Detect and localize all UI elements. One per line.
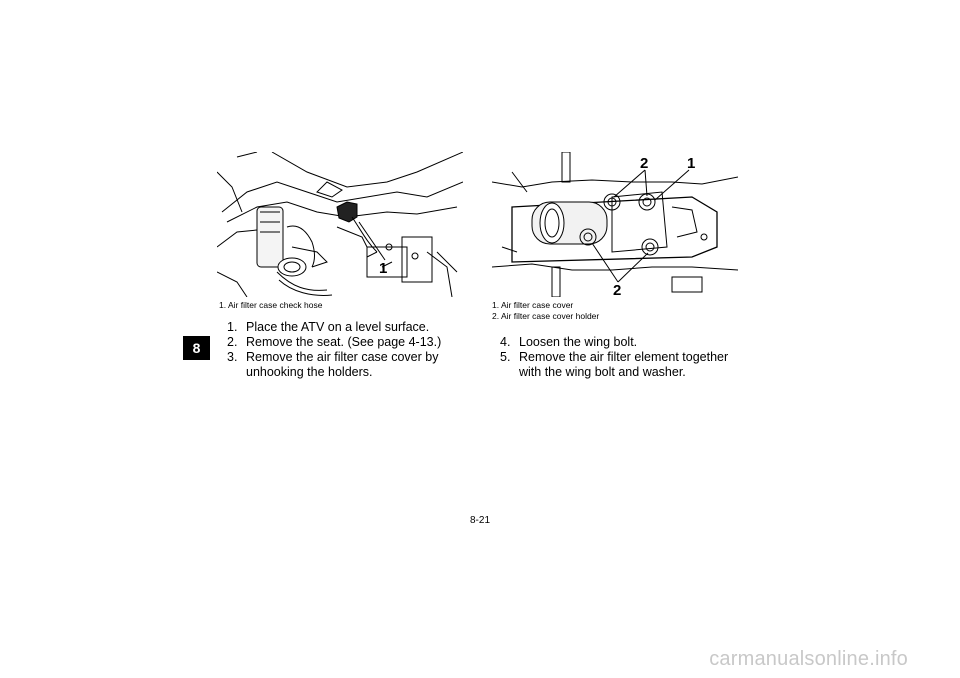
page-number: 8-21 [469,515,490,526]
step-text: Place the ATV on a level surface. [246,320,430,334]
step-text: Remove the seat. (See page 4-13.) [246,335,442,349]
step-item: 1. Place the ATV on a level surface. [224,320,469,335]
watermark: carmanualsonline.info [709,648,908,670]
caption-line: 1. Air filter case check hose [219,300,323,310]
callout-1: 1 [687,155,695,172]
figure-right-caption: 1. Air filter case cover 2. Air filter c… [492,300,599,322]
figure-air-filter-check-hose: 1 [217,152,463,297]
check-hose-illustration: 1 [217,152,463,297]
callout-1: 1 [379,260,387,277]
figure-left-caption: 1. Air filter case check hose [219,300,322,311]
step-number: 4. [500,335,511,349]
step-item: 4. Loosen the wing bolt. [497,335,747,350]
step-item: 3. Remove the air filter case cover by un… [224,350,469,380]
step-number: 1. [227,320,238,334]
steps-left-list: 1. Place the ATV on a level surface. 2. Re… [224,320,469,380]
step-item: 5. Remove the air filter element together… [497,350,747,380]
steps-right-list: 4. Loosen the wing bolt. 5. Remove the air… [497,335,747,380]
figure-air-filter-case-cover: 2 1 2 [492,152,738,297]
step-item: 2. Remove the seat. (See page 4-13.) [224,335,469,350]
caption-line: 1. Air filter case cover [492,300,574,310]
step-number: 2. [227,335,238,349]
caption-line: 2. Air filter case cover holder [492,311,600,321]
step-text: Loosen the wing bolt. [519,335,638,349]
chapter-tab: 8 [183,336,210,360]
case-cover-illustration: 2 1 2 [492,152,738,297]
step-number: 5. [500,350,511,364]
step-text: Remove the air filter element together w… [519,350,729,379]
step-text: Remove the air filter case cover by unho… [246,350,439,379]
callout-2-top: 2 [640,155,648,172]
step-number: 3. [227,350,238,364]
callout-2-bottom: 2 [613,282,621,297]
